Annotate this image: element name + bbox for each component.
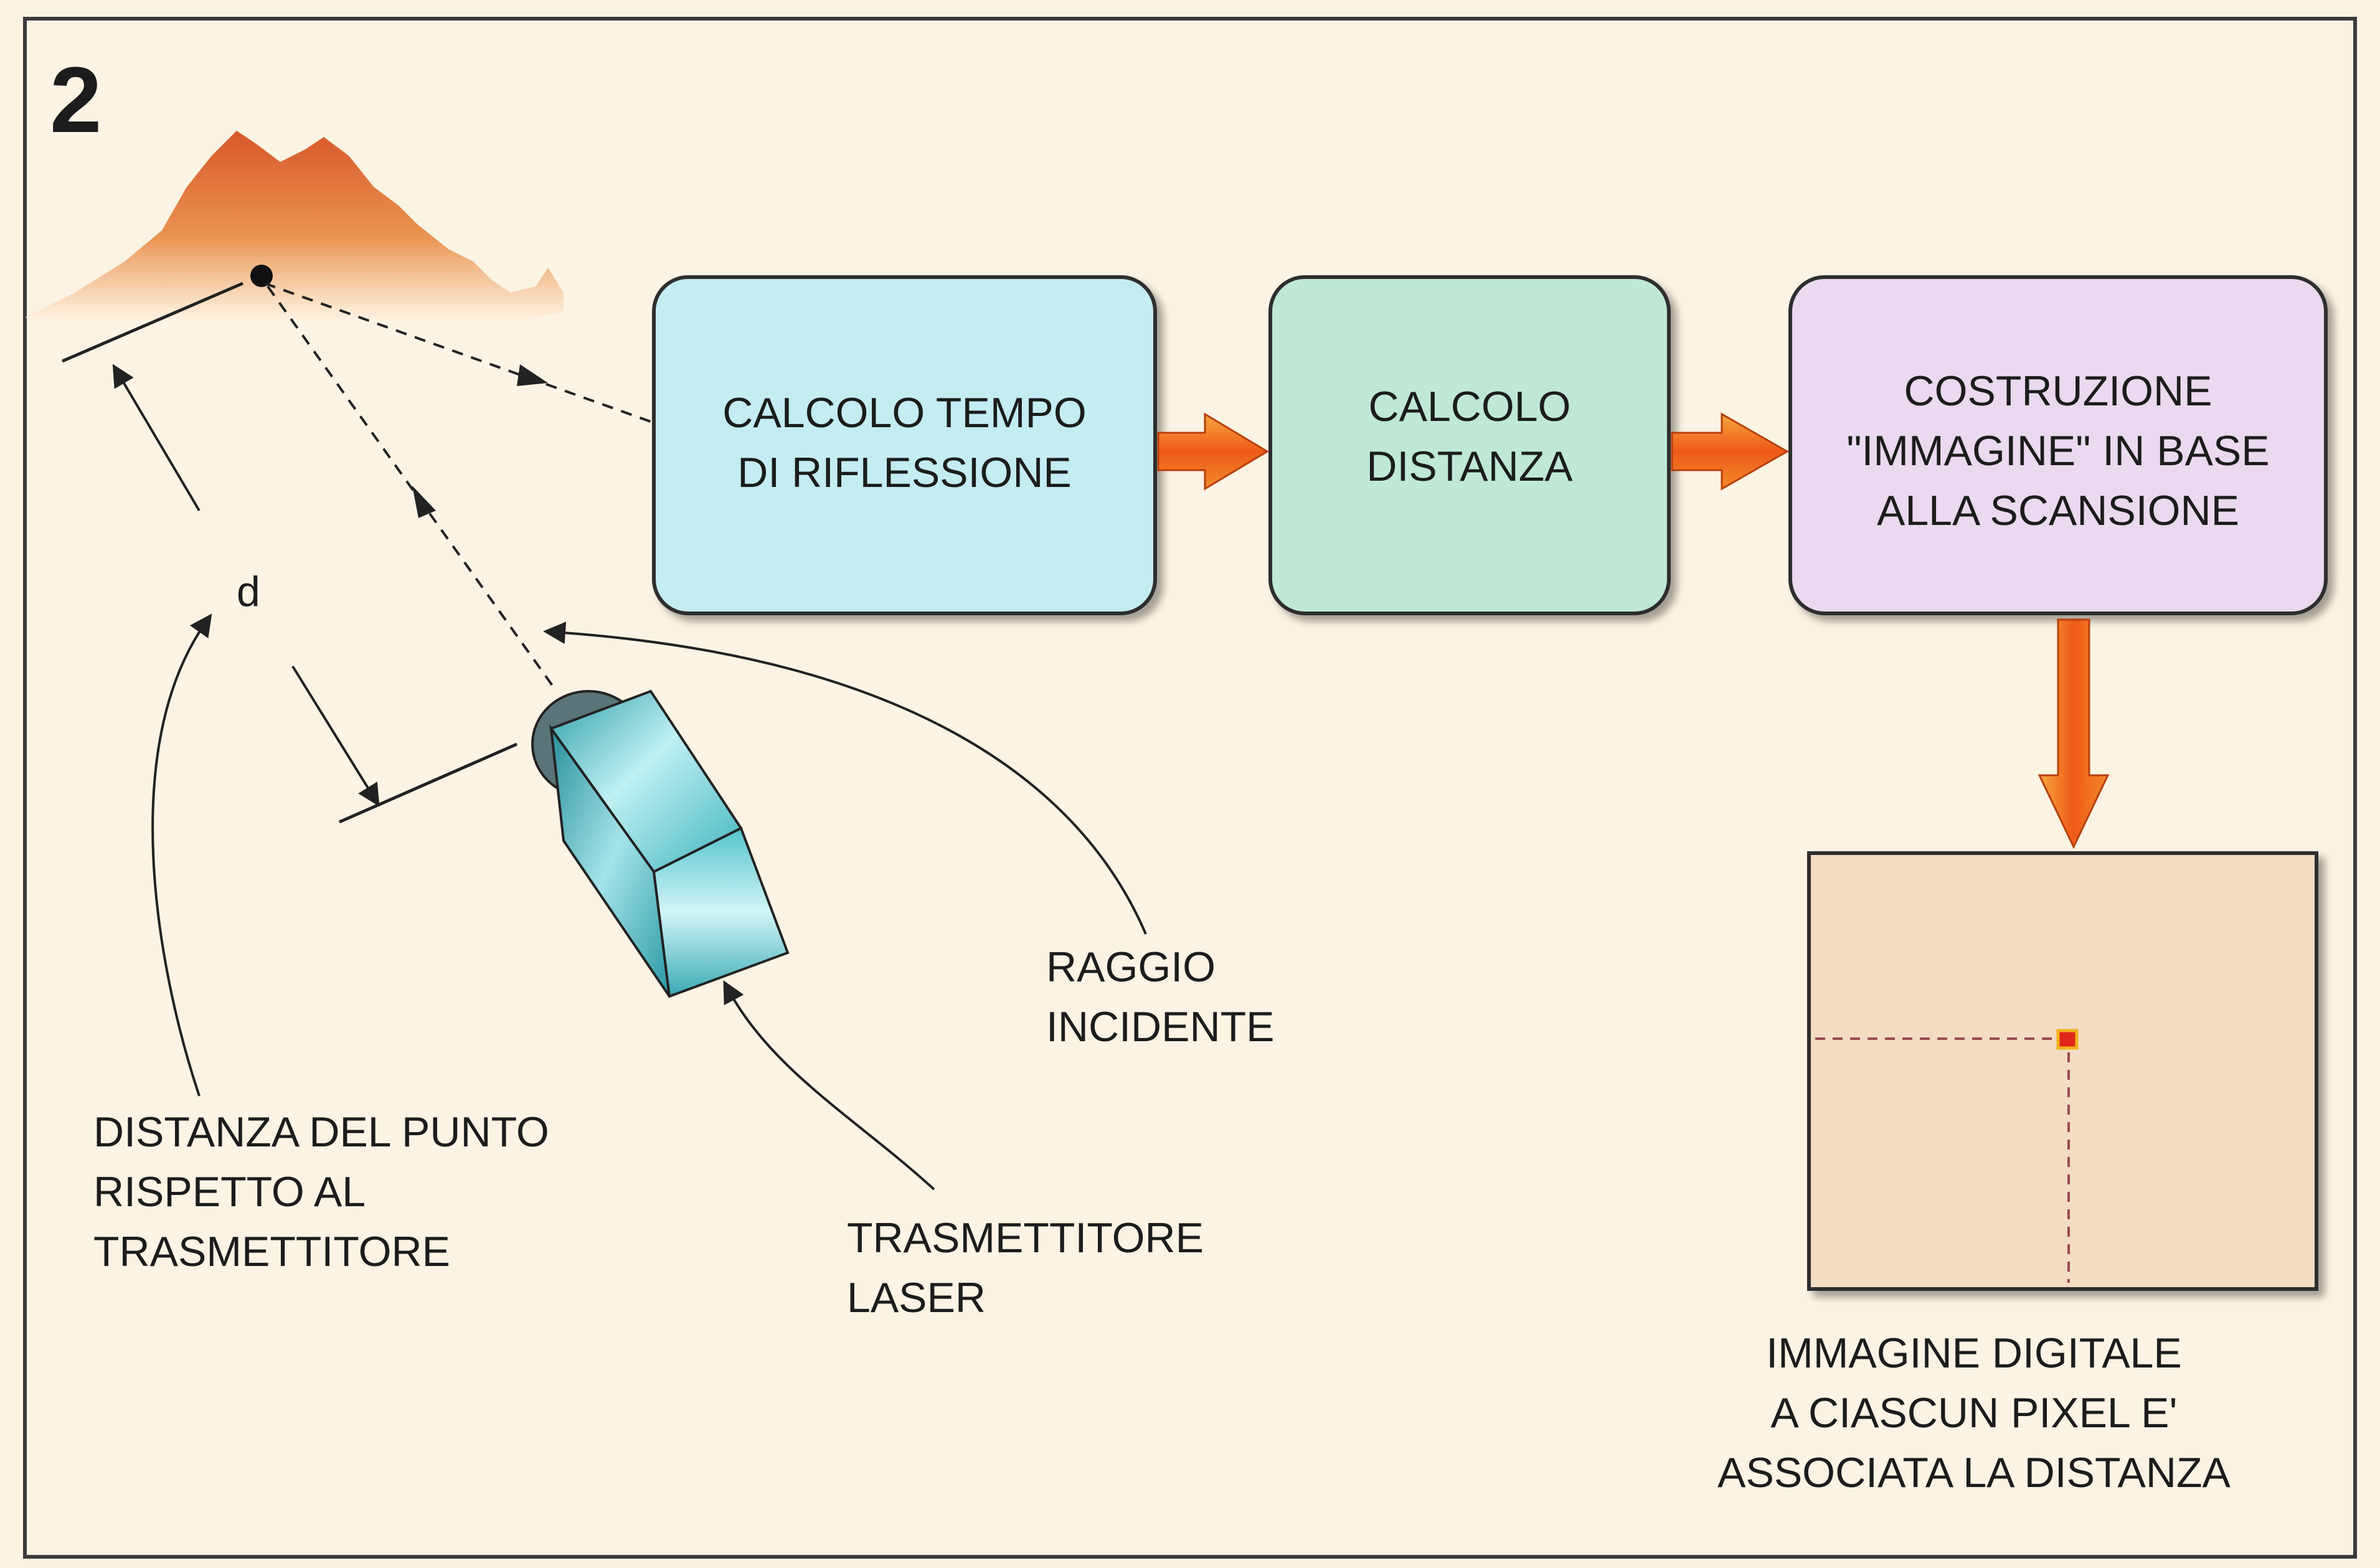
reflected-ray [264,282,682,434]
incident-ray [267,285,555,689]
block-image-build-text: COSTRUZIONE "IMMAGINE" IN BASE ALLA SCAN… [1797,361,2320,541]
caption-laser-transmitter-line: LASER [847,1274,986,1321]
block-image-build-line: COSTRUZIONE [1904,367,2212,415]
caption-incident-ray-line: RAGGIO [1046,943,1216,991]
block-distance-text: CALCOLO DISTANZA [1277,377,1663,496]
flow-arrow-down [2038,618,2110,849]
block-reflection-time-line: DI RIFLESSIONE [737,449,1072,496]
block-distance [1268,275,1671,615]
block-reflection-time [652,275,1157,615]
reflected-ray-arrowhead [517,364,548,386]
caption-point-distance-line: DISTANZA DEL PUNTO [93,1108,549,1156]
pixel-marker [2056,1029,2079,1050]
distance-symbol: d [237,568,260,615]
block-reflection-time-text: CALCOLO TEMPO DI RIFLESSIONE [660,383,1149,503]
block-image-build-line: "IMMAGINE" IN BASE [1846,427,2270,475]
caption-incident-ray-line: INCIDENTE [1046,1003,1275,1051]
block-distance-line: CALCOLO [1368,383,1571,430]
mountain-icon [25,131,564,324]
transmitter-reference-line [338,742,518,824]
figure-number: 2 [50,47,102,152]
target-point-icon [250,265,273,287]
distance-arrow-down [291,665,380,807]
block-image-build [1788,275,2328,615]
flow-arrow-2 [1671,412,1790,491]
caption-digital-image-line: ASSOCIATA LA DISTANZA [1717,1449,2231,1496]
caption-laser-transmitter-line: TRASMETTITORE [847,1214,1204,1262]
laser-caption-leader [723,980,935,1191]
block-reflection-time-line: CALCOLO TEMPO [722,389,1087,437]
caption-digital-image-line: A CIASCUN PIXEL E' [1770,1389,2178,1437]
incident-ray-caption-leader [543,621,1147,935]
digital-image-panel [1807,851,2318,1291]
block-image-build-line: ALLA SCANSIONE [1876,487,2240,534]
block-distance-line: DISTANZA [1366,443,1573,490]
caption-point-distance: DISTANZA DEL PUNTO RISPETTO AL TRASMETTI… [93,1102,549,1282]
distance-arrow-up [112,364,201,512]
caption-laser-transmitter: TRASMETTITORE LASER [847,1208,1204,1328]
caption-digital-image-line: IMMAGINE DIGITALE [1766,1329,2182,1377]
flow-arrow-1 [1157,412,1269,491]
figure-frame [23,17,2357,1559]
caption-point-distance-line: RISPETTO AL [93,1168,366,1216]
distance-caption-leader [151,613,212,1097]
caption-point-distance-line: TRASMETTITORE [93,1228,450,1275]
caption-digital-image: IMMAGINE DIGITALE A CIASCUN PIXEL E' ASS… [1632,1323,2316,1503]
target-reference-line [62,281,243,363]
laser-transmitter-icon [531,689,790,998]
incident-ray-arrowhead [412,486,436,518]
caption-incident-ray: RAGGIO INCIDENTE [1046,937,1274,1057]
